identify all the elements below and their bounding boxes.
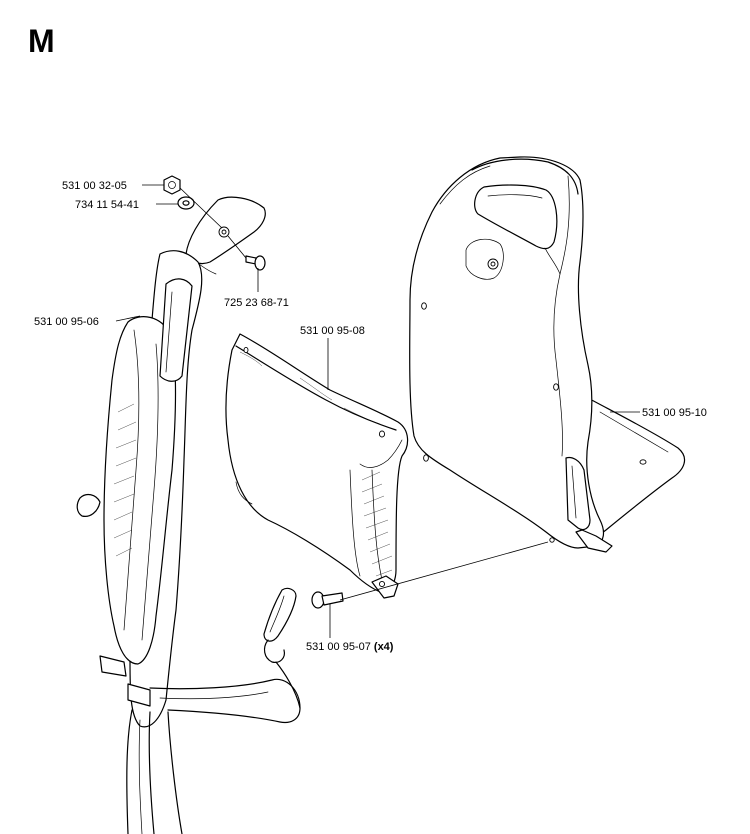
label-screw: 725 23 68-71 bbox=[224, 297, 289, 309]
label-bolt-number: 531 00 95-07 bbox=[306, 641, 371, 653]
label-washer: 734 11 54-41 bbox=[75, 199, 139, 211]
label-hip-pad: 531 00 95-08 bbox=[300, 325, 365, 337]
washer bbox=[177, 196, 195, 210]
label-nut: 531 00 32-05 bbox=[62, 180, 127, 192]
harness bbox=[76, 196, 301, 834]
screw bbox=[245, 255, 266, 271]
label-bolt-qty: (x4) bbox=[374, 641, 394, 653]
back-plate bbox=[409, 156, 686, 553]
label-harness: 531 00 95-06 bbox=[34, 316, 99, 328]
snap-hook bbox=[263, 587, 301, 709]
section-letter: M bbox=[28, 23, 55, 59]
nut bbox=[163, 175, 181, 195]
label-back-plate: 531 00 95-10 bbox=[642, 407, 707, 419]
hip-pad bbox=[225, 333, 409, 599]
leader-lines bbox=[115, 184, 640, 638]
label-bolt: 531 00 95-07 (x4) bbox=[306, 641, 394, 653]
bolt bbox=[311, 591, 344, 609]
